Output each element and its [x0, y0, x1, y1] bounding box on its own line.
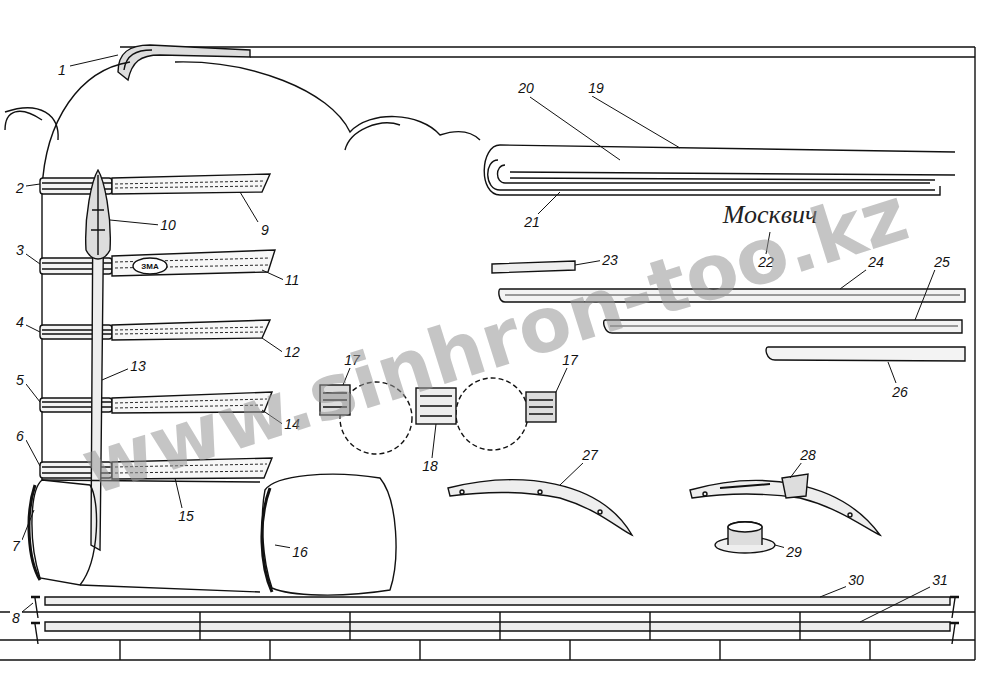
callout-number: 27	[580, 448, 600, 463]
callout-number: 25	[932, 255, 952, 270]
callout-number: 9	[259, 223, 271, 238]
callout-number: 7	[10, 539, 22, 554]
callout-number: 5	[14, 373, 26, 388]
callout-number: 16	[290, 545, 310, 560]
callout-number: 28	[798, 448, 818, 463]
callout-number: 31	[930, 573, 950, 588]
callout-number: 26	[890, 385, 910, 400]
callout-number: 21	[522, 215, 542, 230]
callout-number: 30	[846, 573, 866, 588]
callout-number: 2	[14, 181, 26, 196]
callout-number: 20	[516, 81, 536, 96]
watermark: www.sinhron-too.kz	[72, 168, 918, 511]
callout-number: 19	[586, 81, 606, 96]
callout-number: 8	[10, 611, 22, 626]
callout-number: 4	[14, 315, 26, 330]
callout-number: 6	[14, 429, 26, 444]
callout-number: 10	[158, 218, 178, 233]
callout-number: 1	[56, 63, 68, 78]
callout-number: 15	[176, 509, 196, 524]
callout-number: 3	[14, 243, 26, 258]
callout-number: 13	[128, 359, 148, 374]
callout-number: 29	[784, 545, 804, 560]
badge-text: ЗМА	[141, 262, 158, 271]
callout-number: 18	[420, 459, 440, 474]
callout-number: 11	[283, 273, 302, 288]
